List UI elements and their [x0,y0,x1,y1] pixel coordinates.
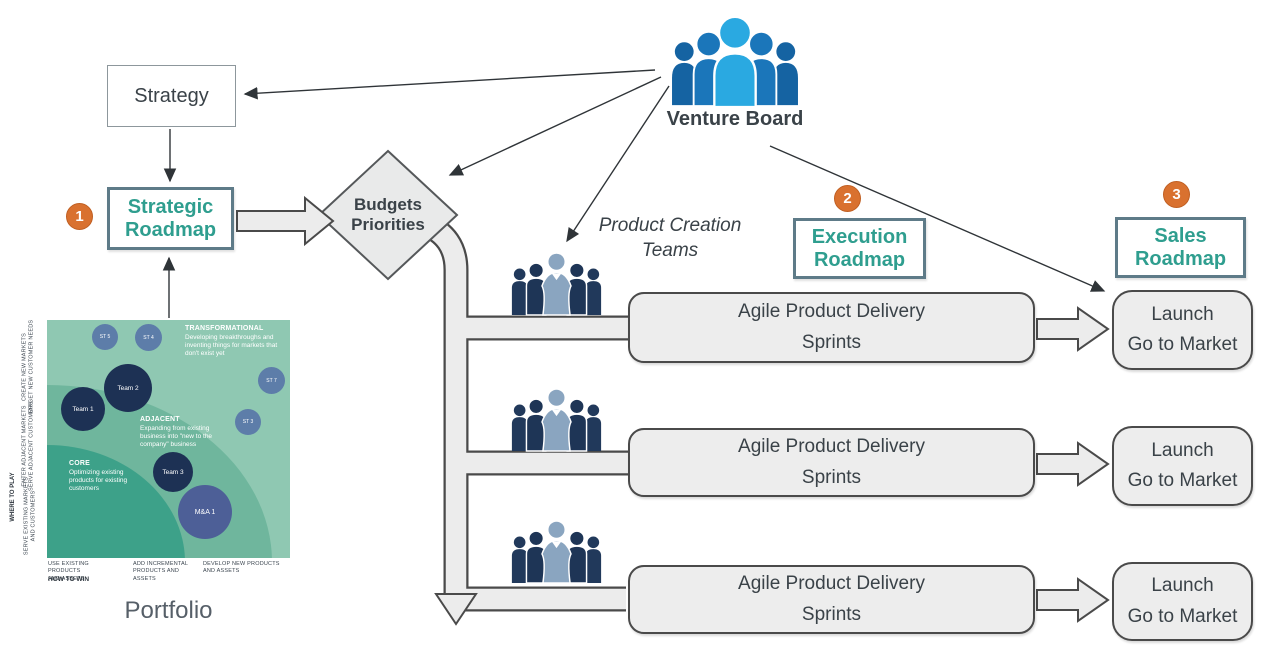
launch-box-2: Launch Go to Market [1112,426,1253,506]
pct-line2: Teams [641,239,699,261]
launch-1-line1: Launch [1151,303,1214,325]
pct-line1: Product Creation [598,215,742,236]
sales-roadmap-line2: Roadmap [1134,247,1227,270]
execution-roadmap-box: Execution Roadmap [793,218,926,279]
launch-2-line1: Launch [1151,439,1214,461]
x-label-3-line1: DEVELOP NEW PRODUCTS AND ASSETS [203,561,280,575]
execution-roadmap-line1: Execution [811,225,908,248]
x-label-1-line1: USE EXISTING PRODUCTS [48,561,89,575]
product-team-icon-2 [508,388,605,452]
agile-sprints-box-3: Agile Product Delivery Sprints [628,565,1035,634]
launch-3-line2: Go to Market [1127,605,1238,627]
arrow-ventureboard-to-strategy [243,69,656,100]
arrow-ventureboard-to-budgets [448,76,662,176]
budgets-line2: Priorities [351,215,425,235]
zone-adjacent-name: ADJACENT [140,416,180,423]
agile-1-line1: Agile Product Delivery [738,301,925,323]
agile-3-line2: Sprints [801,603,862,625]
agile-3-line1: Agile Product Delivery [738,573,925,595]
portfolio-x-label-2: ADD INCREMENTAL PRODUCTS AND ASSETS [133,561,193,583]
strategy-box: Strategy [107,65,236,127]
y-label-bottom-line1: SERVE EXISTING MARKETS [23,476,30,556]
agile-to-launch-arrow-1 [1036,306,1110,352]
execution-roadmap-line2: Roadmap [813,248,906,271]
step-badge-2: 2 [834,185,861,212]
strategy-label: Strategy [134,84,209,107]
budgets-priorities-label: Budgets Priorities [338,195,438,236]
portfolio-caption: Portfolio [124,597,213,624]
x-label-2-line1: ADD INCREMENTAL [133,561,189,567]
zone-label-adjacent: ADJACENT Expanding from existing busines… [140,416,225,449]
bubble-st3: ST 3 [235,409,261,435]
strategic-roadmap-box: Strategic Roadmap [107,187,234,250]
venture-board: Venture Board [640,14,830,131]
bubble-team1: Team 1 [61,387,105,431]
portfolio-map: TRANSFORMATIONAL Developing breakthrough… [47,320,290,558]
step-badge-1: 1 [66,203,93,230]
strategic-roadmap-line1: Strategic [127,195,214,218]
zone-adjacent-desc: Expanding from existing business into "n… [140,424,213,448]
agile-2-line1: Agile Product Delivery [738,436,925,458]
roadmap-to-budgets-block-arrow [236,195,335,247]
sales-roadmap-line1: Sales [1154,224,1207,247]
agile-sprints-box-1: Agile Product Delivery Sprints [628,292,1035,363]
y-label-bottom-line2: AND CUSTOMERS [31,490,37,542]
x-label-1-line2: AND ASSETS [48,575,85,582]
portfolio-y-axis-title: WHERE TO PLAY [10,472,16,522]
agile-1-line2: Sprints [801,331,862,353]
agile-sprints-box-2: Agile Product Delivery Sprints [628,428,1035,497]
agile-to-launch-arrow-3 [1036,577,1110,623]
agile-2-line2: Sprints [801,466,862,488]
portfolio-x-axis-title: HOW TO WIN [48,576,90,583]
product-creation-teams-label: Product Creation Teams [580,214,760,263]
bubble-team2: Team 2 [104,364,152,412]
venture-board-label: Venture Board [666,108,804,130]
zone-label-core: CORE Optimizing existing products for ex… [69,460,144,493]
sales-roadmap-box: Sales Roadmap [1115,217,1246,278]
zone-core-desc: Optimizing existing products for existin… [69,468,128,492]
launch-2-line2: Go to Market [1127,470,1238,491]
zone-transformational-name: TRANSFORMATIONAL [185,325,264,332]
venture-board-icon [672,15,798,108]
portfolio-y-label-bottom: SERVE EXISTING MARKETS AND CUSTOMERS [24,477,39,555]
strategic-roadmap-line2: Roadmap [124,218,217,241]
launch-box-3: Launch Go to Market [1112,562,1253,641]
bubble-st5: ST 5 [92,324,118,350]
product-team-icon-3 [508,520,605,584]
budgets-line1: Budgets [354,195,422,214]
zone-core-name: CORE [69,460,91,467]
pipe-down-arrowhead [434,593,478,626]
bubble-st4: ST 4 [135,324,162,351]
portfolio-x-label-3: DEVELOP NEW PRODUCTS AND ASSETS [203,561,293,576]
launch-1-line2: Go to Market [1127,334,1238,355]
launch-3-line1: Launch [1151,575,1214,597]
product-team-icon-1 [508,252,605,316]
zone-label-transformational: TRANSFORMATIONAL Developing breakthrough… [185,325,285,358]
x-label-2-line2: PRODUCTS AND ASSETS [133,568,180,582]
agile-to-launch-arrow-2 [1036,441,1110,487]
zone-transformational-desc: Developing breakthroughs and inventing t… [185,333,278,357]
bubble-ma1: M&A 1 [178,485,232,539]
bubble-team3: Team 3 [153,452,193,492]
launch-box-1: Launch Go to Market [1112,290,1253,370]
step-badge-3: 3 [1163,181,1190,208]
portfolio-x-label-1: USE EXISTING PRODUCTS AND ASSETS [48,561,108,583]
bubble-st7: ST 7 [258,367,285,394]
